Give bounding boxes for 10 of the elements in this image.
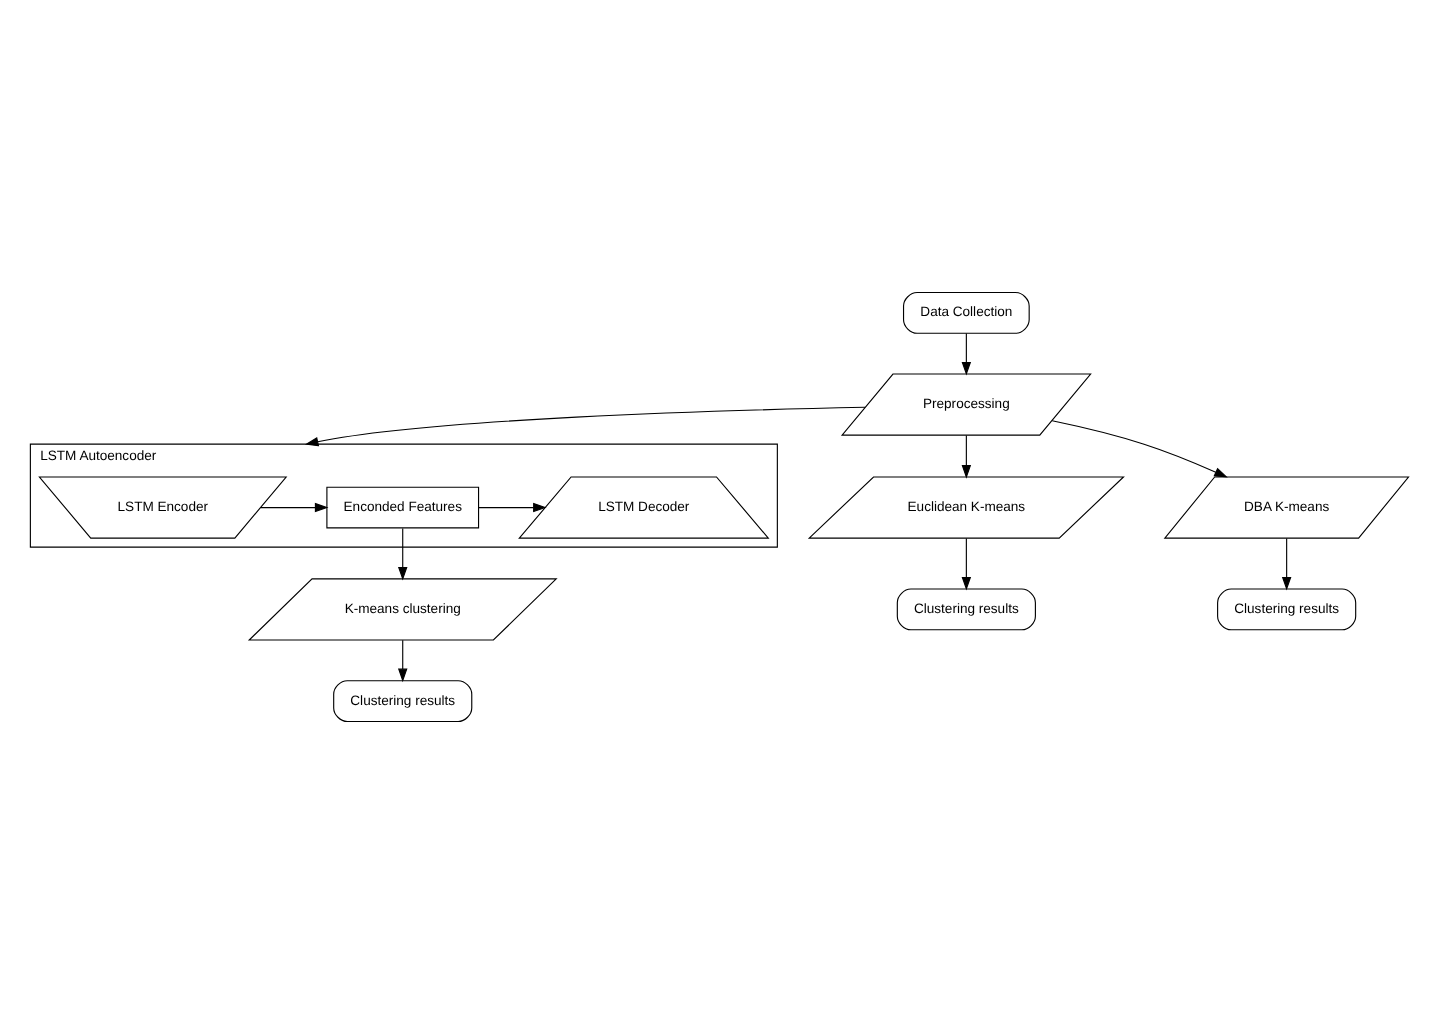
arrow <box>1051 419 1228 477</box>
arrow <box>1281 537 1292 590</box>
arrow <box>397 526 408 580</box>
arrow <box>961 331 972 375</box>
arrow <box>397 638 408 682</box>
arrow <box>961 433 972 478</box>
arrow <box>260 501 329 512</box>
arrow <box>304 405 866 446</box>
arrow <box>478 501 547 512</box>
arrow <box>961 537 972 590</box>
